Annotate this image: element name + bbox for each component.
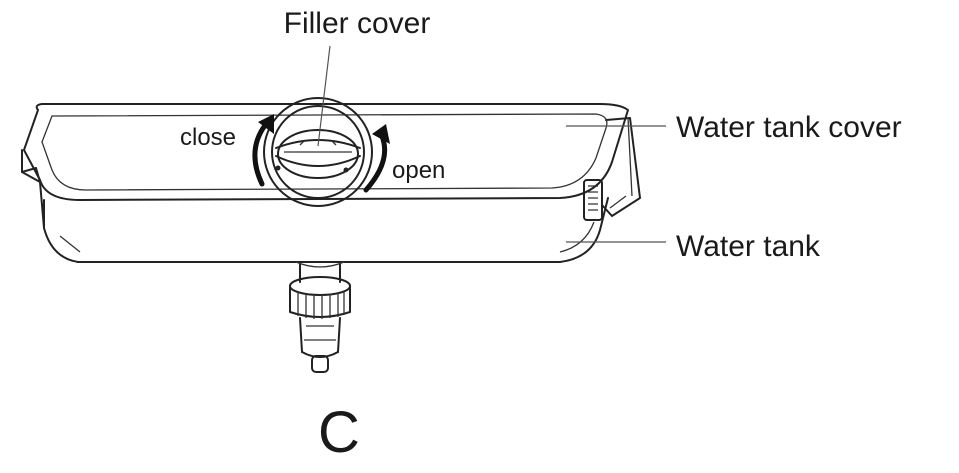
water-tank-cover-label: Water tank cover <box>676 111 902 144</box>
drain-spout <box>289 261 351 373</box>
filler-cover-label: Filler cover <box>284 7 431 40</box>
filler-cover-leader <box>317 45 331 147</box>
open-arrow-icon <box>363 124 390 193</box>
panel-letter: C <box>318 400 360 465</box>
side-latch <box>583 179 603 221</box>
open-label: open <box>392 157 445 184</box>
close-label: close <box>180 124 236 151</box>
water-tank-label: Water tank <box>676 230 821 263</box>
water-tank-cover <box>23 103 629 201</box>
close-arrow-icon <box>252 114 274 187</box>
filler-cover <box>263 97 373 207</box>
